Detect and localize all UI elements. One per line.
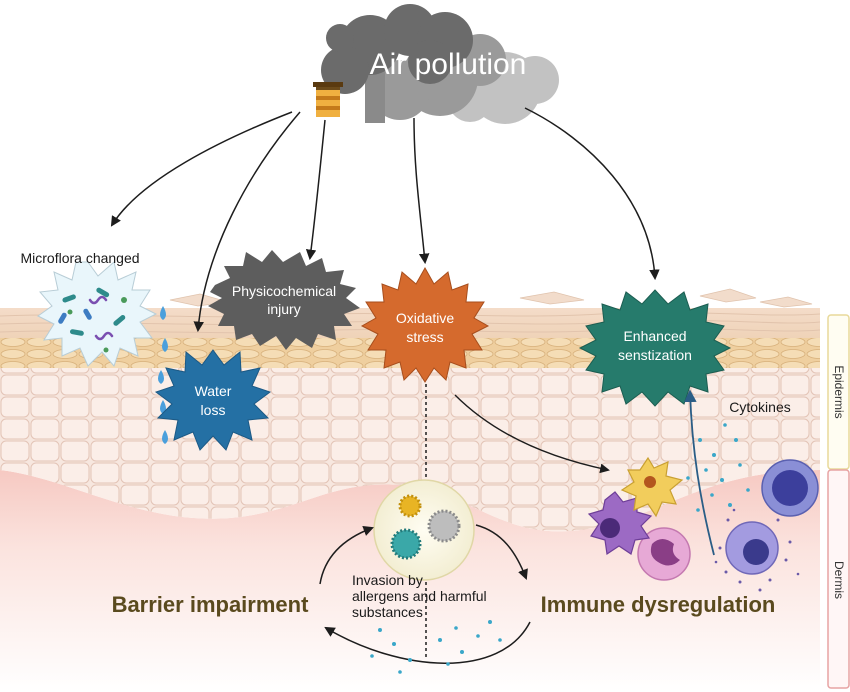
microflora-burst [37,261,158,367]
allergen-dots [370,620,502,674]
arrow-to-oxidative [413,117,430,265]
arrow-to-enhanced [524,107,660,281]
arrow-barrier-to-invasion [319,526,374,585]
epidermis-label: Epidermis [832,365,846,418]
pollution-arrows [110,107,660,333]
cytokine-arrow [684,389,715,556]
microflora-label: Microflora changed [20,250,139,266]
invasion-line3: substances [352,604,423,620]
oxidative-line1: Oxidative [396,310,455,326]
invasion-line2: allergens and harmful [352,588,487,604]
water-loss-line2: loss [201,402,226,418]
arrow-to-immune-cells [454,394,610,474]
cytokines-label: Cytokines [729,399,790,415]
arrow-invasion-to-immune [475,524,528,580]
smoke-clouds [321,4,559,124]
invasion-circle [373,479,475,581]
lymphocyte-cell [761,459,819,517]
neutrophil-cell [637,527,691,581]
barrier-impairment-label: Barrier impairment [112,592,310,617]
invasion-line1: Invasion by [352,572,423,588]
oxidative-line2: stress [406,329,443,345]
physicochemical-line2: injury [267,301,300,317]
enhanced-line1: Enhanced [623,328,686,344]
water-loss-burst [154,349,272,451]
air-pollution-title: Air pollution [370,48,527,81]
chimney [313,82,343,117]
dermis-label: Dermis [832,561,846,599]
cycle-arrows [319,524,531,664]
water-loss-line1: Water [195,383,232,399]
enhanced-line2: senstization [618,347,692,363]
oxidative-burst [360,266,490,383]
dermis-frame [827,469,850,689]
epidermis-frame [827,314,850,470]
water-drops [158,306,168,444]
physicochemical-line1: Physicochemical [232,283,336,299]
arrow-immune-to-barrier [324,621,531,664]
arrow-to-physicochemical [305,119,326,261]
langerhans-cell [620,456,684,518]
arrow-to-water-loss [193,111,301,333]
enhanced-burst [578,289,732,407]
physicochemical-burst [208,250,360,350]
immune-dysregulation-label: Immune dysregulation [541,592,776,617]
mast-cell [714,508,800,592]
cytokine-dots [686,423,750,512]
arrow-to-microflora [110,111,293,227]
